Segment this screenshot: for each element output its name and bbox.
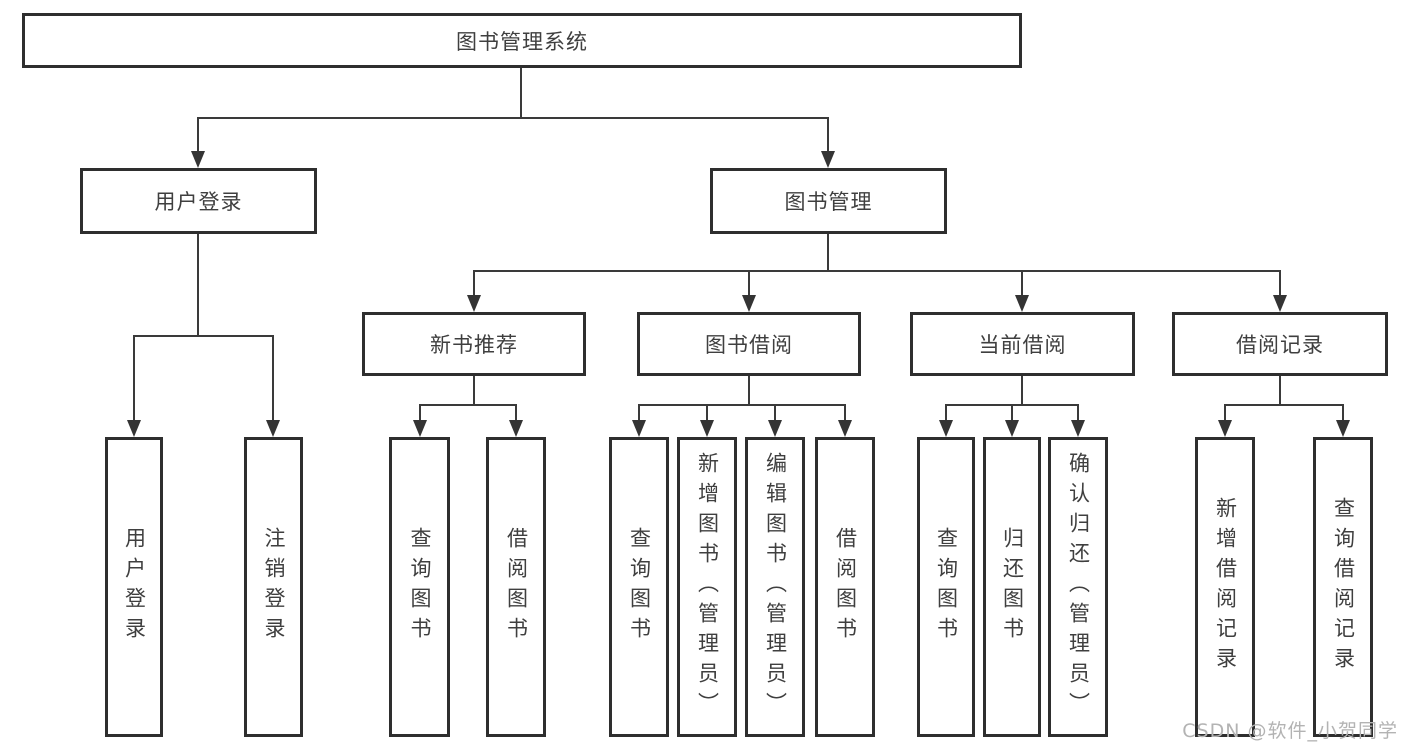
connector-line: [748, 376, 750, 406]
connector-line: [748, 271, 750, 297]
arrow-down-icon: [821, 151, 835, 168]
arrow-down-icon: [266, 420, 280, 437]
arrow-down-icon: [838, 420, 852, 437]
node-label: 当前借阅: [978, 333, 1067, 357]
connector-line: [272, 336, 274, 422]
arrow-down-icon: [509, 420, 523, 437]
leaf-logout: 注销登录: [244, 437, 303, 737]
connector-line: [197, 234, 199, 337]
connector-line: [1342, 405, 1344, 422]
connector-line: [706, 405, 708, 422]
connector-line: [638, 405, 640, 422]
node-new-book-recommendation: 新书推荐: [362, 312, 586, 376]
connector-line: [419, 404, 517, 406]
arrow-down-icon: [127, 420, 141, 437]
node-label: 查询图书: [934, 527, 959, 647]
arrow-down-icon: [632, 420, 646, 437]
node-label: 编辑图书（管理员）: [763, 452, 788, 722]
connector-line: [945, 405, 947, 422]
node-library-management-system: 图书管理系统: [22, 13, 1022, 68]
connector-line: [1077, 405, 1079, 422]
node-label: 图书管理: [784, 190, 873, 214]
node-label: 注销登录: [262, 527, 286, 647]
node-label: 新增图书（管理员）: [695, 452, 720, 722]
leaf-edit-book-admin: 编辑图书（管理员）: [745, 437, 805, 737]
connector-line: [515, 405, 517, 422]
node-label: 查询图书: [627, 527, 652, 647]
leaf-return-books: 归还图书: [983, 437, 1041, 737]
connector-line: [1224, 405, 1226, 422]
connector-line: [1279, 376, 1281, 406]
node-label: 确认归还（管理员）: [1066, 452, 1091, 722]
node-book-management: 图书管理: [710, 168, 947, 234]
connector-line: [1021, 376, 1023, 406]
node-label: 用户登录: [154, 190, 243, 214]
node-label: 用户登录: [122, 527, 147, 647]
arrow-down-icon: [1273, 295, 1287, 312]
node-label: 图书管理系统: [456, 29, 588, 54]
connector-line: [827, 118, 829, 153]
connector-line: [844, 405, 846, 422]
node-label: 新书推荐: [430, 333, 518, 357]
arrow-down-icon: [742, 295, 756, 312]
arrow-down-icon: [939, 420, 953, 437]
connector-line: [473, 270, 1281, 272]
arrow-down-icon: [1336, 420, 1350, 437]
connector-line: [1011, 405, 1013, 422]
connector-line: [1224, 404, 1344, 406]
node-book-borrowing: 图书借阅: [637, 312, 861, 376]
leaf-query-books: 查询图书: [389, 437, 450, 737]
connector-line: [197, 117, 829, 119]
leaf-add-borrow-record: 新增借阅记录: [1195, 437, 1255, 737]
connector-line: [1279, 271, 1281, 297]
node-label: 新增借阅记录: [1213, 497, 1238, 677]
connector-line: [133, 336, 135, 422]
leaf-add-book-admin: 新增图书（管理员）: [677, 437, 737, 737]
arrow-down-icon: [1015, 295, 1029, 312]
connector-line: [473, 376, 475, 406]
arrow-down-icon: [1005, 420, 1019, 437]
node-borrowing-records: 借阅记录: [1172, 312, 1388, 376]
leaf-query-borrow-records: 查询借阅记录: [1313, 437, 1373, 737]
node-label: 借阅记录: [1236, 333, 1324, 357]
arrow-down-icon: [467, 295, 481, 312]
node-current-borrowing: 当前借阅: [910, 312, 1135, 376]
connector-line: [197, 118, 199, 153]
leaf-borrow-books: 借阅图书: [486, 437, 546, 737]
leaf-query-books: 查询图书: [917, 437, 975, 737]
leaf-user-login: 用户登录: [105, 437, 163, 737]
connector-line: [473, 271, 475, 297]
connector-line: [638, 404, 846, 406]
node-label: 借阅图书: [504, 527, 529, 647]
node-label: 图书借阅: [705, 333, 793, 357]
connector-line: [419, 405, 421, 422]
connector-line: [774, 405, 776, 422]
watermark: CSDN @软件_小贺同学: [1182, 720, 1398, 742]
arrow-down-icon: [191, 151, 205, 168]
arrow-down-icon: [1071, 420, 1085, 437]
connector-line: [827, 234, 829, 272]
connector-line: [133, 335, 274, 337]
arrow-down-icon: [1218, 420, 1232, 437]
node-label: 查询图书: [408, 527, 432, 647]
leaf-confirm-return-admin: 确认归还（管理员）: [1048, 437, 1108, 737]
leaf-borrow-books: 借阅图书: [815, 437, 875, 737]
node-label: 归还图书: [1000, 527, 1025, 647]
arrow-down-icon: [700, 420, 714, 437]
arrow-down-icon: [413, 420, 427, 437]
connector-line: [1021, 271, 1023, 297]
node-label: 查询借阅记录: [1331, 497, 1356, 677]
arrow-down-icon: [768, 420, 782, 437]
connector-line: [520, 68, 522, 118]
node-label: 借阅图书: [833, 527, 858, 647]
leaf-query-books: 查询图书: [609, 437, 669, 737]
node-user-login: 用户登录: [80, 168, 317, 234]
